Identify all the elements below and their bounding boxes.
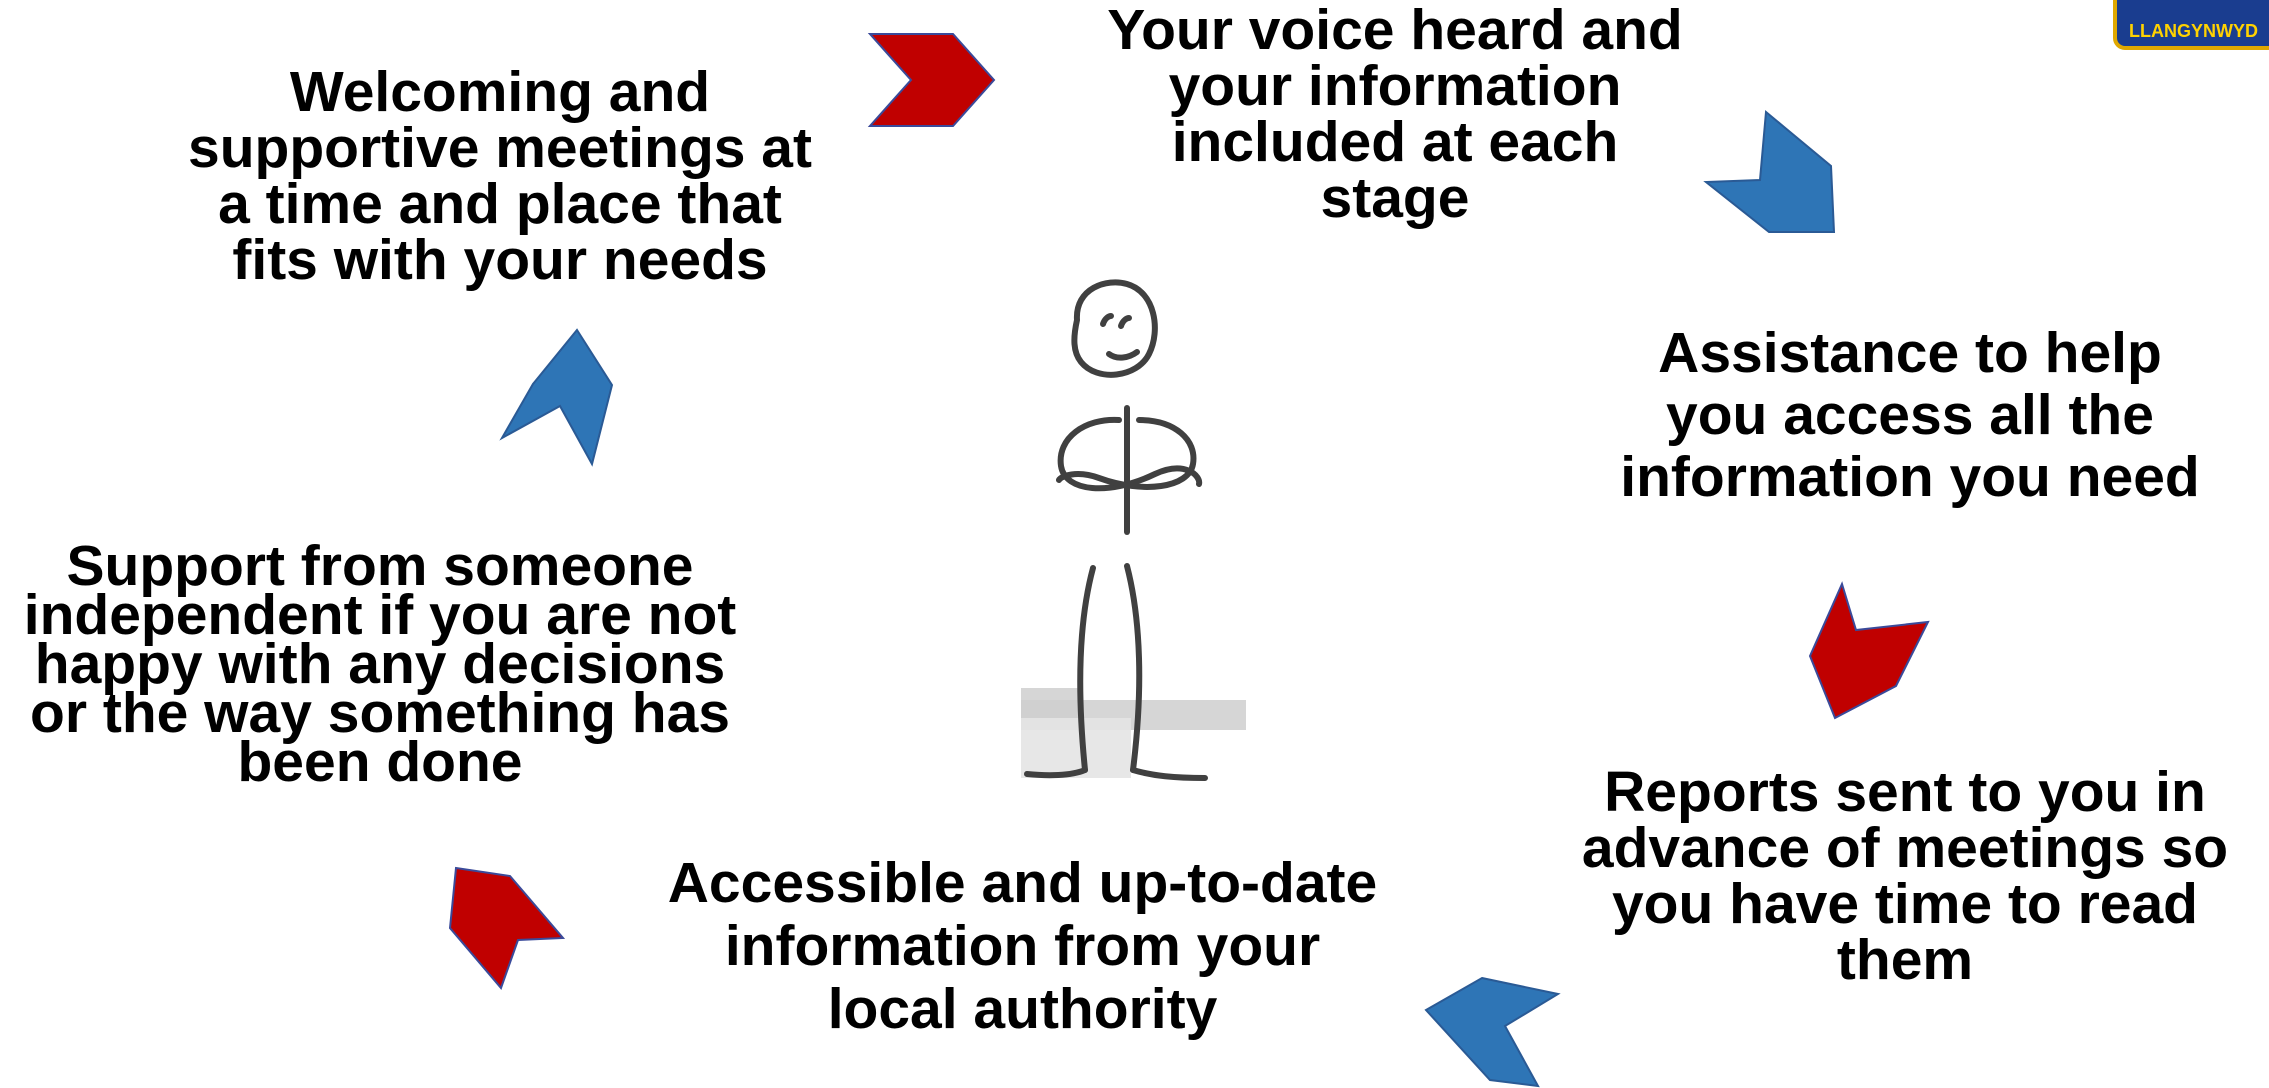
label-independent-support: Support from someone independent if you … [23,534,737,794]
red-chevron-arrow-icon [867,33,996,127]
stick-figure-icon [1021,279,1246,781]
school-logo-icon: LLANGYNWYD [2113,0,2269,50]
blue-chevron-arrow-icon [1703,110,1836,233]
logo-text: LLANGYNWYD [2129,21,2258,41]
blue-chevron-arrow-icon [499,328,614,467]
label-assistance-access: Assistance to help you access all the in… [1620,321,2200,509]
label-voice-heard: Your voice heard and your information in… [1107,0,1683,230]
red-chevron-arrow-icon [448,866,566,990]
label-reports-in-advance: Reports sent to you in advance of meetin… [1581,760,2229,992]
label-accessible-information: Accessible and up-to-date information fr… [667,851,1378,1041]
blue-chevron-arrow-icon [1424,976,1561,1088]
red-chevron-arrow-icon [1808,581,1930,720]
label-welcoming-meetings: Welcoming and supportive meetings at a t… [188,60,812,292]
